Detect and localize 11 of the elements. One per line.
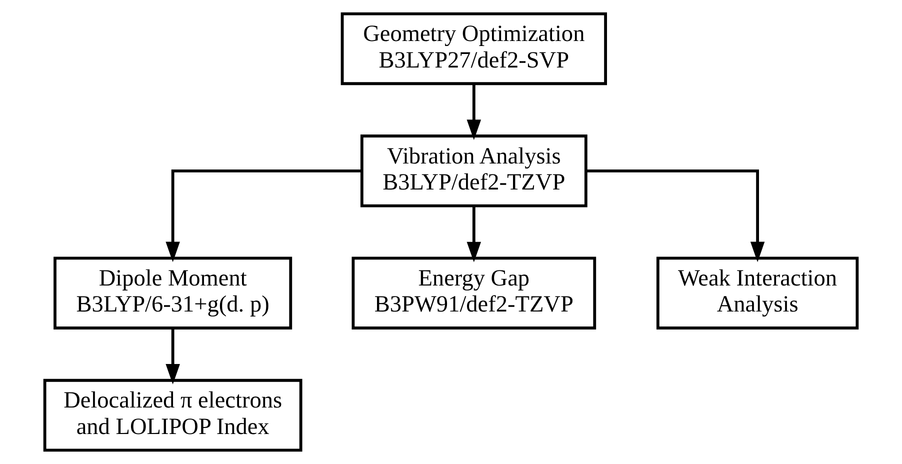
arrow (466, 84, 482, 140)
arrow (166, 328, 180, 384)
arrow (586, 169, 765, 262)
node-box: Geometry Optimization B3LYP27/def2-SVP (340, 12, 607, 86)
arrow (166, 169, 362, 262)
node-box: Dipole Moment B3LYP/6-31+g(d. p) (54, 256, 292, 330)
node-box: Vibration Analysis B3LYP/def2-TZVP (360, 134, 588, 208)
node-box: Energy Gap B3PW91/def2-TZVP (352, 256, 596, 330)
node-box: Weak Interaction Analysis (656, 256, 859, 330)
arrow (466, 206, 482, 262)
node-box: Delocalized π electrons and LOLIPOP Index (43, 378, 302, 452)
